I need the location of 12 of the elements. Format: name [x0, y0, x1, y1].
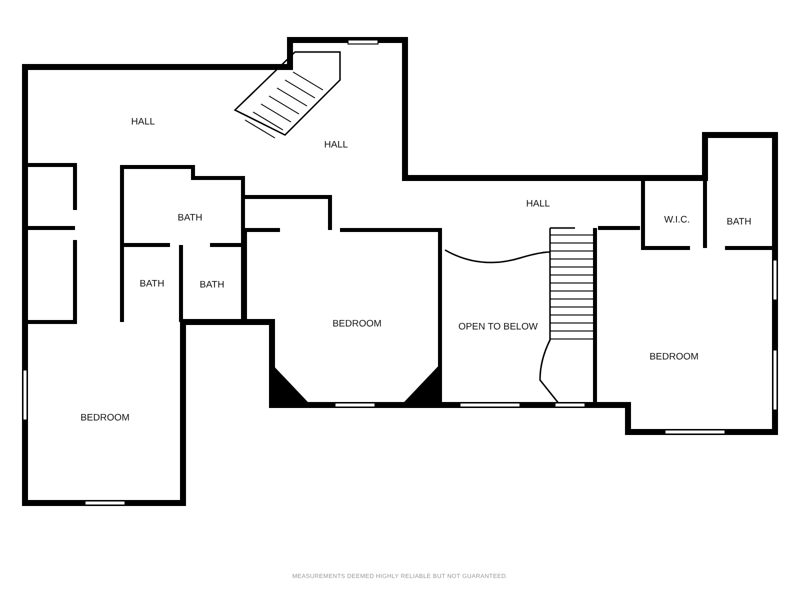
room-label: BEDROOM [332, 318, 382, 330]
room-label: HALL [526, 198, 550, 210]
room-label: BATH [726, 216, 752, 228]
room-label: BATH [140, 278, 164, 290]
room-label: OPEN TO BELOW [458, 322, 538, 332]
room-label: BATH [178, 212, 202, 224]
room-label: W.I.C. [664, 214, 690, 226]
room-label: BATH [200, 280, 224, 290]
room-label: HALL [131, 116, 155, 128]
room-label: BEDROOM [80, 412, 130, 424]
room-label: BEDROOM [649, 352, 699, 362]
room-label: HALL [324, 140, 348, 150]
